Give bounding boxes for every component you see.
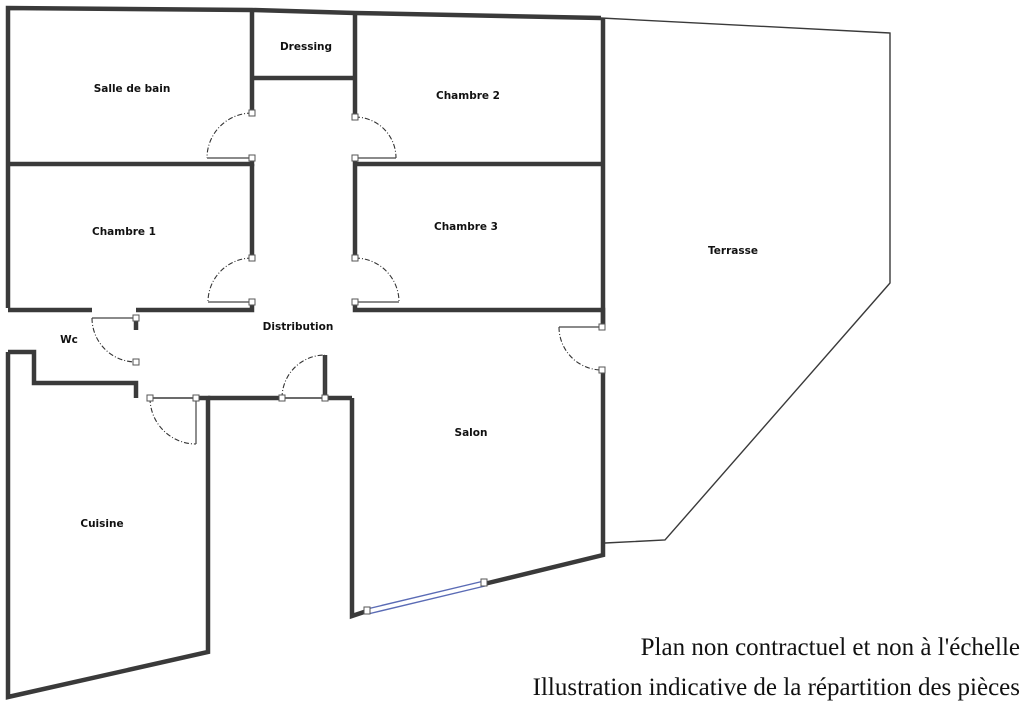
label-salon: Salon — [455, 427, 488, 439]
doors — [91, 109, 606, 445]
label-wc: Wc — [60, 334, 78, 346]
room-labels: Salle de bain Dressing Chambre 2 Chambre… — [60, 41, 758, 530]
label-cuisine: Cuisine — [80, 518, 123, 530]
disclaimer-line-2: Illustration indicative de la répartitio… — [532, 674, 1020, 701]
label-distribution: Distribution — [263, 321, 334, 333]
door-cuisine — [146, 394, 200, 445]
label-salle-de-bain: Salle de bain — [94, 83, 171, 95]
label-chambre-2: Chambre 2 — [436, 90, 500, 102]
disclaimer-line-1: Plan non contractuel et non à l'échelle — [640, 634, 1020, 661]
door-wc — [91, 314, 140, 366]
door-chambre-2 — [351, 113, 397, 162]
door-salon — [278, 354, 329, 402]
door-terrasse — [558, 323, 606, 374]
label-terrasse: Terrasse — [708, 245, 758, 257]
terrace-outline — [600, 17, 891, 544]
door-chambre-1 — [207, 254, 256, 306]
label-chambre-3: Chambre 3 — [434, 221, 498, 233]
label-dressing: Dressing — [280, 41, 332, 53]
door-salle-de-bain — [206, 109, 256, 162]
label-chambre-1: Chambre 1 — [92, 226, 156, 238]
outer-walls — [5, 5, 606, 700]
salon-window — [363, 578, 488, 615]
door-chambre-3 — [351, 254, 400, 306]
